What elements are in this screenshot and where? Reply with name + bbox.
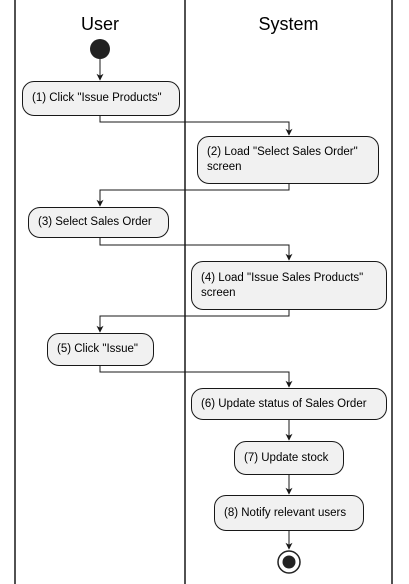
edge-2-to-3 [96,184,290,207]
lane-title-system: System [258,14,319,34]
activity-6: (6) Update status of Sales Order [191,388,387,420]
activity-1: (1) Click "Issue Products" [22,81,180,116]
activity-3: (3) Select Sales Order [28,207,169,238]
activity-4: (4) Load "Issue Sales Products" screen [191,261,387,310]
activity-8: (8) Notify relevant users [214,495,364,531]
activity-5: (5) Click "Issue" [47,333,154,366]
end-node [277,550,301,574]
edge-5-to-6 [99,366,293,388]
lane-title-user: User [80,14,119,34]
activity-7: (7) Update stock [234,441,344,475]
activity-2: (2) Load "Select Sales Order" screen [197,136,379,184]
start-node [90,39,110,59]
edge-4-to-5 [96,310,290,333]
edge-3-to-4 [99,238,293,261]
edge-1-to-2 [99,116,293,136]
